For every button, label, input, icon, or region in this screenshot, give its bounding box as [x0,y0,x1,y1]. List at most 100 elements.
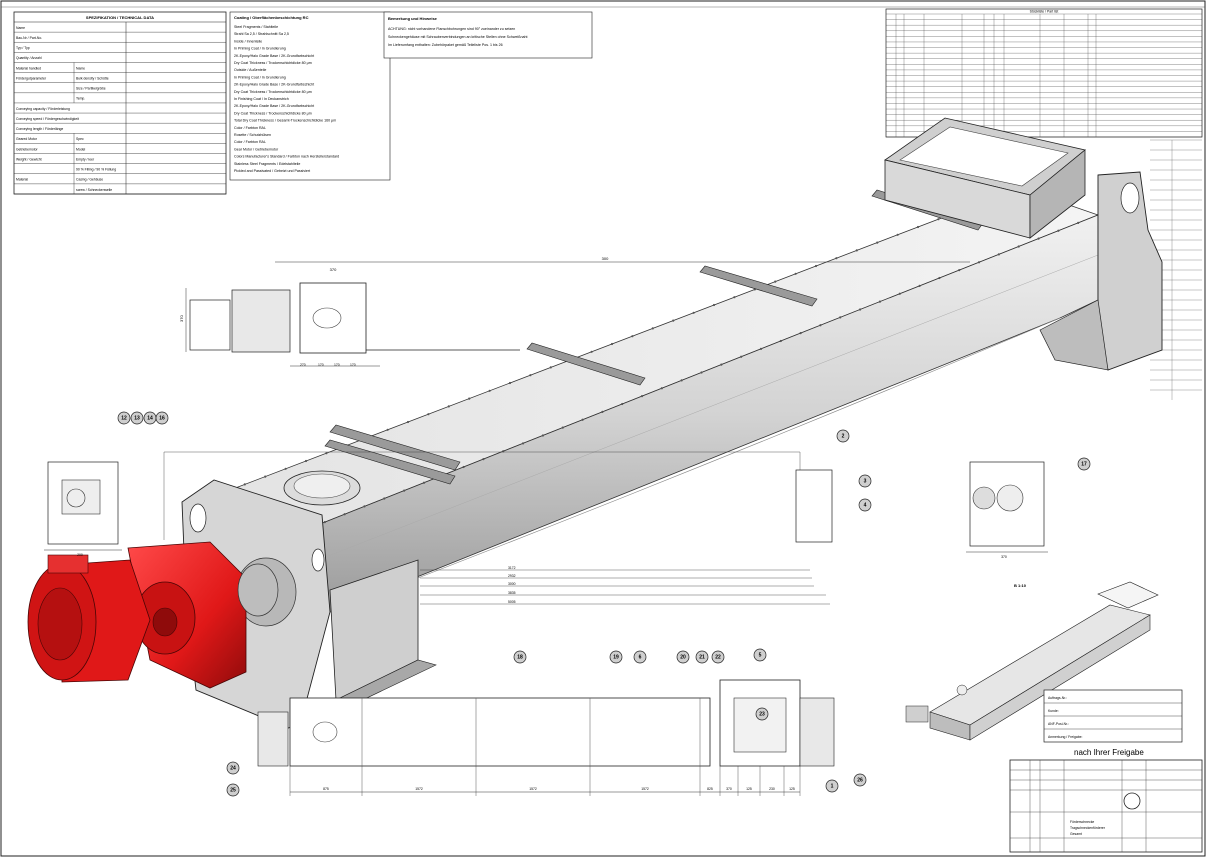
cover-bolt [759,347,763,350]
spec-row-sub: Casing / Gehäuse [76,178,103,182]
spec-row-sub: Name [76,66,85,70]
spec-row-label: Getriebemotor [16,147,39,151]
coating-note-line: Gear Motor / Getriebemotor [234,147,279,151]
spec-row-sub: Temp. [76,97,85,101]
coating-note-line: Color / Farbton RAL [234,140,266,144]
red-geared-motor-icon [27,541,279,689]
coating-note-line: Inside / Innenteile [234,39,262,43]
callout-number: 4 [864,503,867,509]
cover-bolt [264,475,267,478]
callout-number: 2 [842,434,845,440]
cover-bolt [529,374,532,377]
cover-bolt [549,366,552,369]
cover-bolt [835,257,838,260]
cover-bolt [422,481,426,484]
dim-bottom-span: 1572 [641,787,649,791]
spec-row-sub: screw / Schneckenwelle [76,188,112,192]
parts-list-table: Stückliste / Part list [885,8,1203,138]
cover-bolt [712,303,716,307]
dim-bottom-span: 230 [769,787,775,791]
callout-number: 22 [715,655,721,661]
coating-note-line: In Finishing Coat / In Deckanstrich [234,97,289,101]
cover-bolt [839,316,842,319]
cover-bolt [447,405,450,408]
approval-line-3: ANF-Posi-Nr.: [1048,722,1069,726]
spec-row-label: Typ / Typ [16,46,30,50]
title-line-2: Tragschneckenförderer [1070,826,1106,830]
dim-bottom-span: 1572 [529,787,537,791]
callout-bubble [836,429,850,443]
dim-bottom-span: 1572 [415,787,423,791]
right-dimension-stack: 3172 2932 3000 3835 5005 [163,451,833,605]
notes-box-line: Im Lieferumfang enthalten: Zubehörpaket … [388,43,503,47]
cover-splice-3 [526,342,646,386]
callout-bubble [155,411,169,425]
callout-bubble [1077,457,1091,471]
revision-table [1150,139,1202,400]
cover-bolt [896,233,899,236]
coating-note-line: Color / Farbton RAL [234,126,266,130]
notes-box-title: Bemerkung und Hinweise [388,16,438,21]
cover-bolt [304,459,308,463]
cover-bolt [482,458,485,461]
callout-number: 14 [147,416,153,422]
notes-box-line: ACHTUNG: nicht vorhandene Flanschbohrung… [388,27,515,31]
callout-number: 1 [831,784,834,790]
dim-right-4: 3835 [508,591,516,595]
callout-bubble [676,650,690,664]
dim-view-a3: 170 [334,363,340,367]
spec-table: SPEZIFIKATION / TECHNICAL DATA NameBau-N… [13,11,227,195]
coating-note-line: Dry Coat Thickness / Trockenschichtdicke… [234,61,312,65]
cover-bolt [508,381,512,385]
callout-bubble [711,650,725,664]
cover-bolt [1017,245,1020,248]
coating-note-line: 2K-Epoxy/Halo Grade Base / 2K-Grundfarbs… [234,54,314,58]
coating-note-line: Steel Fragments / Stahlteile [234,25,278,29]
spec-row-sub: Size / Partikelgröße [76,87,106,91]
cover-bolt [325,452,328,455]
right-end-view: 370 [966,461,1048,559]
coating-note-line: 2K-Epoxy/Halo Grade Base / 2K-Grundfarbs… [234,104,314,108]
spec-row-label: Fördergutparameter [16,76,47,80]
cover-bolt [631,335,634,338]
cover-bolt [878,300,882,303]
dim-bottom-span: 825 [707,787,713,791]
cover-bolt [672,319,675,322]
cover-bolt [343,513,346,516]
cover-bolt [590,350,593,353]
cover-bolt [937,218,940,221]
cover-bolt [799,332,802,335]
callout-number: 3 [864,479,867,485]
cover-bolt [859,308,862,311]
dim-flange-a: 370 [330,267,337,272]
cover-bolt [284,467,287,470]
callout-number: 25 [230,788,236,794]
spec-row-sub: Model [76,147,85,151]
cover-bolt [997,253,1000,256]
coating-note-title: Coating / Oberflächenbeschichtung RC [234,15,309,20]
callout-bubble [226,761,240,775]
spec-row-label: Material handled [16,66,41,70]
cover-bolt [243,483,246,486]
round-company-logo-icon [1123,792,1141,810]
callout-bubble [858,474,872,488]
cover-bolt [774,280,777,283]
dim-view-a4: 170 [350,363,356,367]
spec-row-sub: Spec [76,137,84,141]
cover-bolt [876,241,879,244]
cover-bolt [898,292,901,295]
cover-bolt [720,363,723,366]
cover-bolt [651,327,654,330]
cover-bolt [740,355,743,358]
cover-bolt [561,426,564,429]
left-end-view: 200 [44,461,122,557]
spec-row-label: Geared Motor [16,137,38,141]
coating-note-line: Colors Manufacturer's Standard / Farbton… [234,155,339,159]
callout-number: 20 [680,655,686,661]
cover-bolt [977,261,981,264]
cover-bolt [819,324,822,327]
dim-small-right: 370 [1001,555,1007,559]
cover-bolt [363,505,366,508]
